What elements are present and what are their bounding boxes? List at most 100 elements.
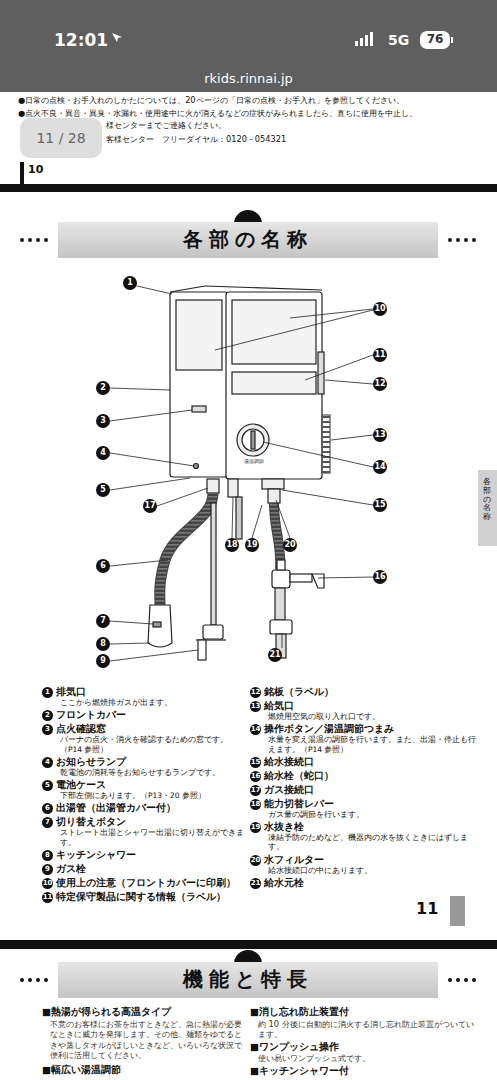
parts-row: 7切り替えボタンストレート出湯とシャワー出湯に切り替えができます。	[42, 816, 246, 847]
list-number: 14	[250, 724, 261, 735]
callout-number-text: 20	[284, 541, 295, 549]
title-band	[58, 222, 438, 258]
parts-row: 21給水元栓	[250, 877, 482, 889]
feature-heading: ■熱湯が得られる高温タイプ	[42, 1006, 242, 1018]
parts-row: 8 キッチンシャワー	[42, 849, 246, 861]
callout-number: 10	[373, 302, 387, 316]
callout-number: 4	[96, 446, 110, 460]
location-icon	[112, 33, 122, 42]
part-description: ガス量の調節を行います。	[264, 810, 482, 819]
list-number-text: 3	[45, 726, 50, 733]
part-name: 給水接続口	[264, 756, 482, 768]
gas-pipe	[196, 503, 226, 660]
list-number-text: 17	[251, 787, 261, 794]
part-name: 切り替えボタン	[56, 816, 246, 828]
list-number: 20	[250, 855, 261, 866]
list-number: 18	[250, 799, 261, 810]
part-name: キッチンシャワー	[56, 849, 246, 861]
part-name: 能力切替レバー	[264, 798, 482, 810]
callout-number-text: 18	[226, 541, 237, 549]
battery-icon	[420, 31, 450, 49]
part-name: 点火確認窓	[56, 723, 246, 735]
feature-heading: 使い易いワンプッシュ式です。	[258, 1053, 480, 1063]
side-tab-text: 各部の名称	[483, 478, 491, 522]
list-number: 7	[42, 817, 53, 828]
list-number-text: 11	[43, 894, 53, 901]
list-number: 13	[250, 701, 261, 712]
list-number-text: 7	[45, 819, 50, 826]
signal-icon	[355, 32, 373, 46]
list-number-text: 6	[45, 805, 50, 812]
list-number-text: 18	[251, 801, 261, 808]
callout-number-text: 21	[269, 651, 280, 659]
parts-row: 3点火確認窓バーナの点火・消火を確認するための窓です。（P14 参照）	[42, 723, 246, 754]
part-description: 給水接続口の中にあります。	[264, 866, 482, 875]
part-name: 水抜き栓	[264, 821, 482, 833]
header-text: 客様センター フリーダイヤル：0120－054321	[106, 134, 406, 144]
parts-row: 11特定保守製品に関する情報（ラベル）	[42, 891, 246, 903]
header-text: 10	[28, 163, 43, 177]
list-number-text: 10	[43, 880, 53, 887]
list-number-text: 4	[45, 759, 50, 766]
callout-number-text: 17	[144, 502, 155, 510]
list-number: 5	[42, 780, 53, 791]
callout-number-text: 12	[374, 380, 385, 388]
part-name: 操作ボタン／湯温調節つまみ	[264, 723, 482, 735]
list-number-text: 19	[251, 824, 261, 831]
list-number-text: 15	[251, 759, 261, 766]
callout-number: 19	[245, 538, 259, 552]
list-number: 11	[42, 892, 53, 903]
part-name: 出湯管（出湯管カバー付）	[56, 802, 246, 814]
list-number: 1	[42, 687, 53, 698]
list-number-text: 16	[251, 773, 261, 780]
part-name: 排気口	[56, 686, 246, 698]
callout-number-text: 5	[100, 486, 106, 494]
list-number: 19	[250, 822, 261, 833]
parts-row: 9ガス栓	[42, 863, 246, 875]
list-number-text: 2	[45, 712, 50, 719]
callout-number: 16	[373, 570, 387, 584]
list-number: 17	[250, 785, 261, 796]
header-text: 76	[420, 32, 450, 47]
callout-number-text: 3	[100, 417, 106, 425]
section-title: 各部の名称	[58, 227, 438, 252]
callout-number-text: 8	[100, 640, 106, 648]
callout-number: 18	[225, 538, 239, 552]
list-number: 2	[42, 710, 53, 721]
header-text: ●点火不良・異音・異臭・水漏れ・使用途中に火が消えるなどの症状がみられましたら、…	[18, 108, 488, 118]
callout-number: 6	[96, 559, 110, 573]
leader-lines	[110, 286, 373, 661]
callout-number-text: 15	[374, 501, 385, 509]
header-text: 12:01	[54, 30, 108, 51]
feature-heading: ■幅広い湯温調節	[42, 1064, 242, 1076]
callout-number: 12	[373, 377, 387, 391]
parts-row: 13給気口燃焼用空気の取り入れ口です。	[250, 700, 482, 721]
list-number-text: 12	[251, 689, 261, 696]
parts-row: 18能力切替レバーガス量の調節を行います。	[250, 798, 482, 819]
list-number: 16	[250, 771, 261, 782]
list-number: 15	[250, 757, 261, 768]
parts-row: 1排気口ここから燃焼排ガスが出ます。	[42, 686, 246, 707]
part-name: ガス栓	[56, 863, 246, 875]
part-name: 銘板（ラベル）	[264, 686, 482, 698]
callout-number: 8	[96, 637, 110, 651]
list-number: 3	[42, 724, 53, 735]
part-description: ここから燃焼排ガスが出ます。	[56, 698, 246, 707]
page-number: 11	[416, 899, 438, 919]
part-description: 燃焼用空気の取り入れ口です。	[264, 712, 482, 721]
callout-number-text: 19	[246, 541, 257, 549]
title-band	[58, 962, 438, 998]
parts-row: 15給水接続口	[250, 756, 482, 768]
list-number-text: 8	[45, 852, 50, 859]
callout-number: 7	[96, 614, 110, 628]
callout-number-text: 10	[374, 305, 385, 313]
list-number: 10	[42, 878, 53, 889]
parts-row: 5電池ケース下部左側にあります。（P13・20 参照）	[42, 779, 246, 800]
feature-text: 約 10 分後に自動的に消火する消し忘れ防止装置がついています。	[258, 1019, 480, 1040]
parts-row: 4お知らせランプ乾電池の消耗等をお知らせするランプです。	[42, 756, 246, 777]
callout-number: 11	[373, 348, 387, 362]
header-text: rkids.rinnai.jp	[0, 71, 497, 87]
list-number-text: 14	[251, 726, 261, 733]
callout-number: 1	[123, 276, 137, 290]
